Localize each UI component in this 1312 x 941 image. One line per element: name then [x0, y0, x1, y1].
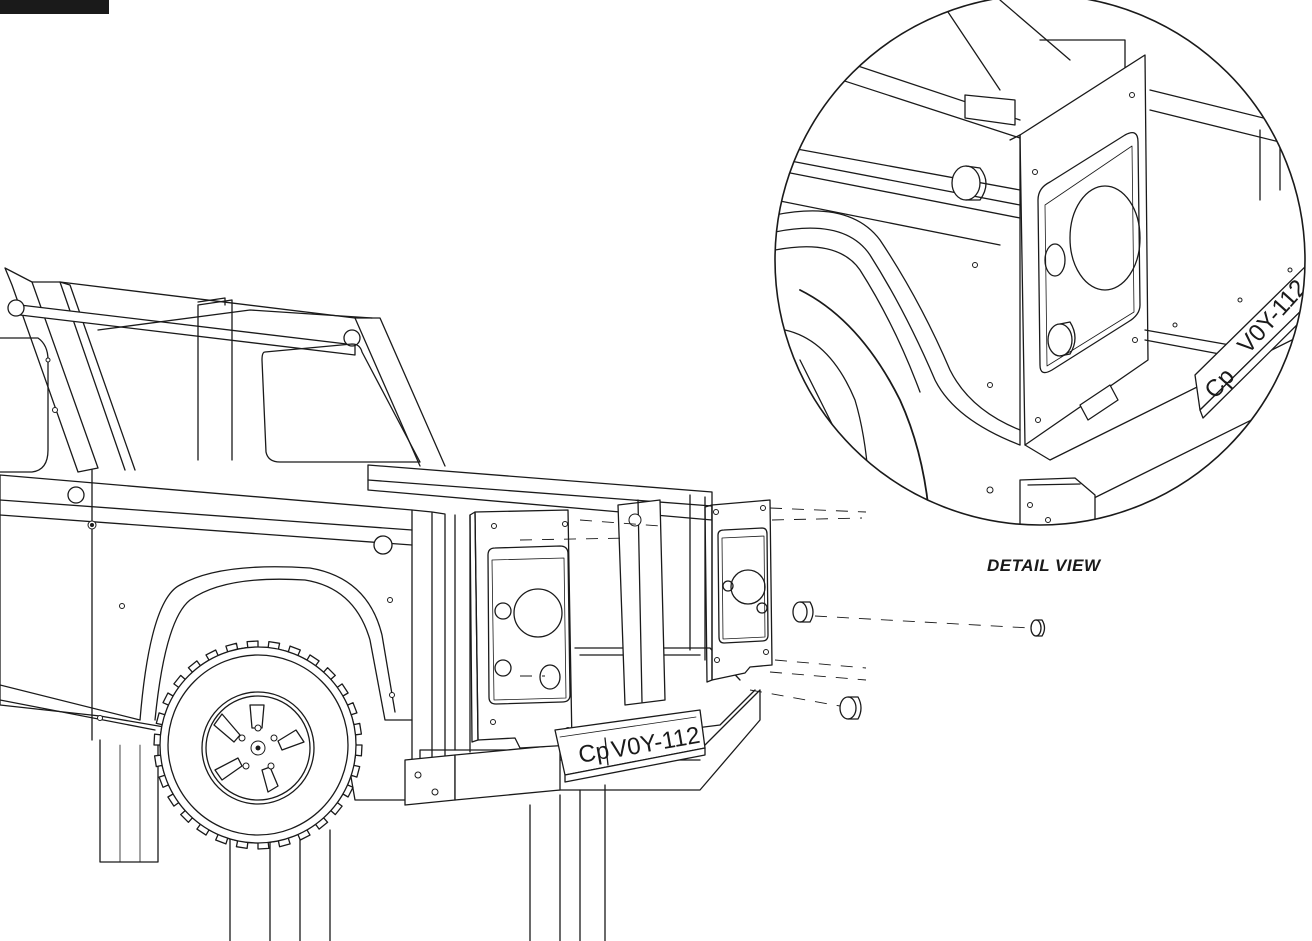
cab-bolts — [45, 357, 395, 721]
left-taillight-panel — [469, 509, 573, 749]
alignment-lines — [519, 507, 1031, 707]
header-tab — [0, 0, 109, 14]
detail-view-label: DETAIL VIEW — [987, 556, 1101, 575]
exploded-parts — [792, 601, 1046, 720]
truck-bed-frame — [0, 267, 761, 941]
right-taillight-panel — [704, 499, 773, 683]
detail-view-circle: Cp V0Y-112 — [774, 0, 1306, 526]
license-plate: Cp V0Y-112 — [554, 709, 706, 783]
wheel — [153, 640, 363, 850]
